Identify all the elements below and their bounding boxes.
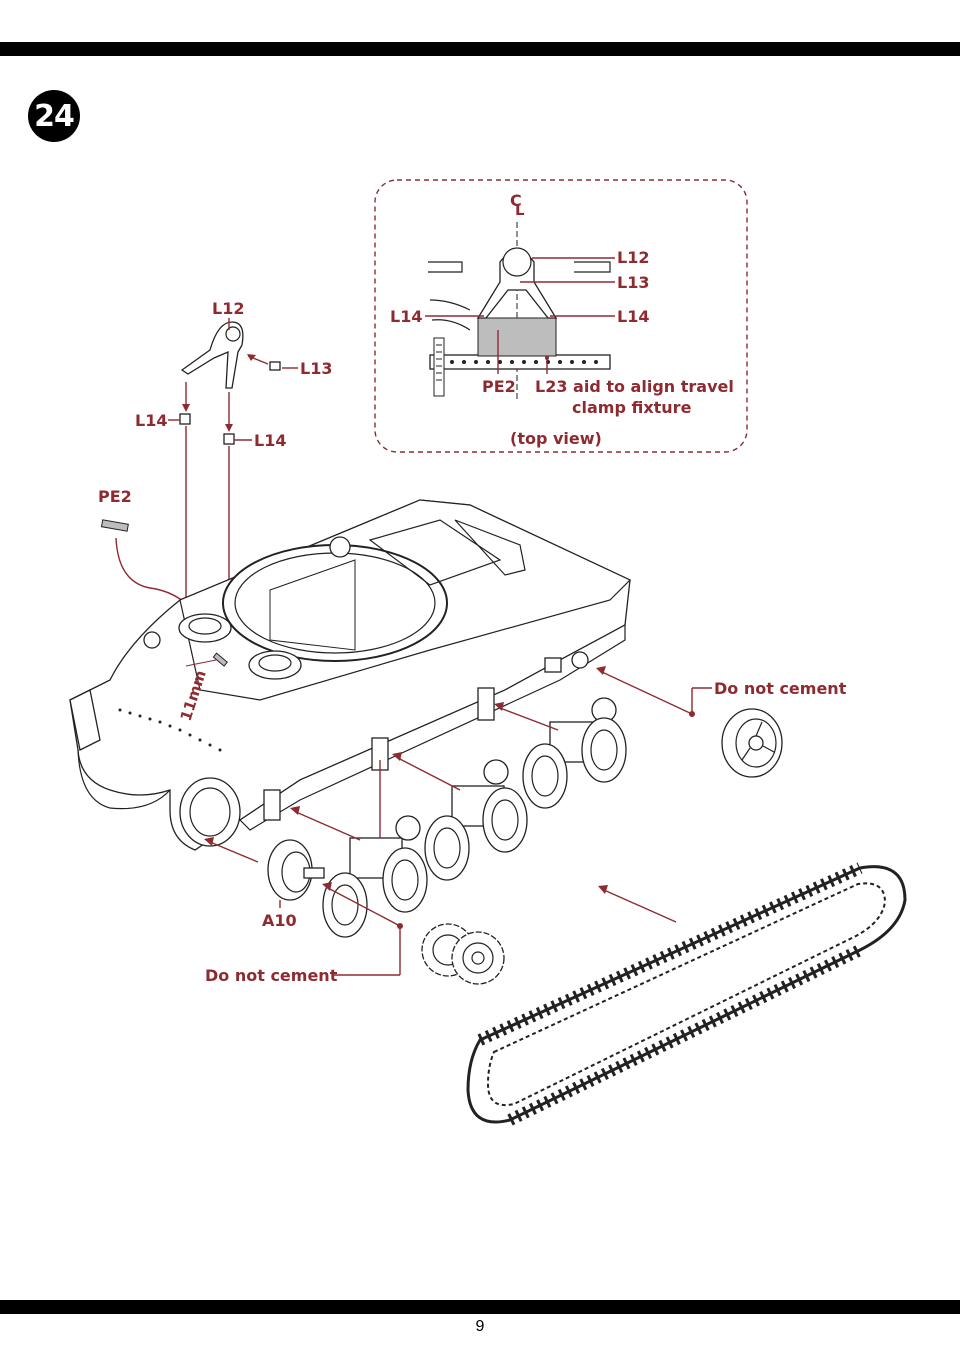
label-pe2: PE2	[98, 487, 132, 506]
label-do-not-cement-idler: Do not cement	[714, 679, 847, 698]
inset-label-l14-right: L14	[617, 307, 649, 326]
label-l14-b: L14	[254, 431, 286, 450]
inset-label-l12: L12	[617, 248, 649, 267]
inset-label-pe2: PE2	[482, 377, 516, 396]
label-l14-a: L14	[135, 411, 167, 430]
label-l13: L13	[300, 359, 332, 378]
label-do-not-cement-sprocket: Do not cement	[205, 966, 338, 985]
inset-centerline-mark: C	[510, 191, 522, 210]
inset-centerline-sub: L	[515, 201, 525, 219]
inset-label-l14-left: L14	[390, 307, 422, 326]
step-number-badge: 24	[28, 90, 80, 142]
track-run	[466, 862, 907, 1126]
inset-label-l13: L13	[617, 273, 649, 292]
label-l12: L12	[212, 299, 244, 318]
idler-wheel: Do not cement	[596, 666, 847, 778]
top-rule	[0, 42, 960, 56]
inset-label-l23-line1: L23 aid to align travel	[535, 377, 734, 396]
travel-lock-parts: L12 L13 L14 L14 PE2	[98, 299, 332, 681]
bogie-rear	[494, 697, 627, 809]
part-a10: A10	[204, 837, 325, 930]
drive-sprockets: Do not cement	[205, 882, 505, 985]
inset-caption: (top view)	[510, 429, 602, 448]
top-view-inset: C L L12 L13	[374, 179, 748, 453]
inset-label-l23-line2: clamp fixture	[572, 398, 692, 417]
bogie-middle	[392, 752, 528, 881]
label-a10: A10	[262, 911, 297, 930]
page-number: 9	[475, 1318, 485, 1335]
bogie-front	[290, 760, 428, 938]
bottom-rule	[0, 1300, 960, 1314]
hull-body: 11mm	[69, 499, 632, 851]
